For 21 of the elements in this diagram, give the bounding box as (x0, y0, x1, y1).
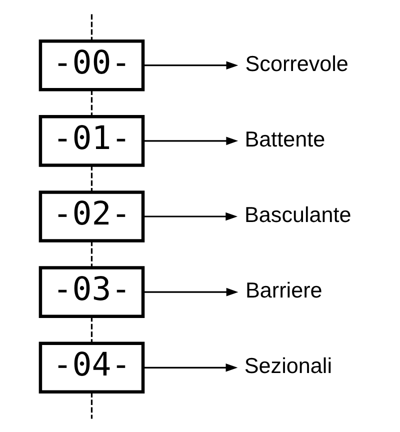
connector (90, 89, 92, 116)
node-box: -01- (38, 114, 144, 166)
arrow (142, 60, 238, 70)
arrow (142, 212, 238, 220)
node-text: Scorrevole (244, 50, 348, 76)
node-text: Battente (244, 126, 325, 151)
connector (90, 316, 92, 343)
node-box: -04- (38, 341, 144, 394)
connector (90, 392, 92, 418)
connector (90, 164, 92, 192)
node-box: -03- (38, 266, 144, 318)
node-text: Basculante (244, 201, 351, 226)
node-box: -02- (38, 190, 144, 242)
arrow (142, 362, 238, 372)
node-box: -00- (38, 38, 144, 91)
arrow (142, 136, 238, 145)
connector (90, 240, 92, 268)
arrow (142, 287, 238, 296)
node-text: Sezionali (244, 352, 332, 378)
node-text: Barriere (245, 276, 322, 302)
connector (90, 14, 92, 40)
